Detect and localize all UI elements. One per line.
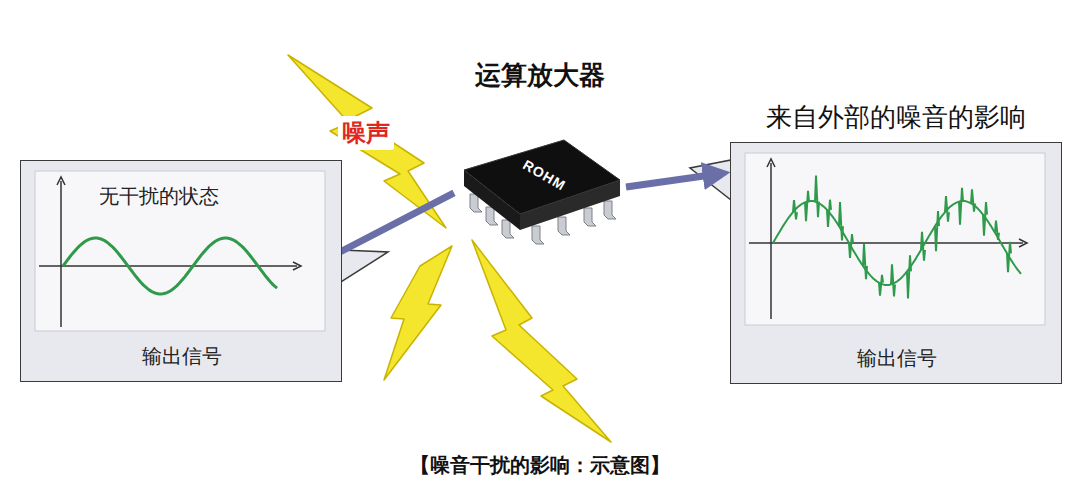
- noise-spike: [935, 211, 939, 251]
- noise-spike: [879, 275, 883, 296]
- signal-arrow: [340, 193, 454, 252]
- noise-spike: [827, 200, 831, 227]
- chip-top: [464, 140, 620, 214]
- noise-spike: [983, 202, 987, 236]
- axis-arrow: [293, 262, 301, 270]
- callout-box: 无干扰的状态输出信号: [20, 160, 342, 382]
- axis-arrow: [767, 159, 775, 167]
- chip-pin: [558, 217, 570, 235]
- signal-arrow: [626, 174, 718, 187]
- y-axis: [60, 181, 62, 327]
- noisy-sine-wave: [773, 201, 1021, 285]
- chip-pin: [532, 226, 544, 244]
- callout-tail: [341, 250, 388, 282]
- noise-spike: [891, 264, 895, 296]
- op-amp-chip: ROHM: [452, 128, 628, 246]
- lightning-bolt: [472, 240, 611, 442]
- noise-spike: [839, 202, 843, 240]
- noise-spike: [995, 221, 999, 240]
- plot-panel: [745, 153, 1045, 325]
- chip-package: [452, 128, 628, 246]
- plot-panel: [35, 171, 325, 331]
- noise-spikes: [793, 176, 1011, 299]
- callout-frame: 输出信号: [730, 142, 1062, 384]
- noise-spike: [971, 189, 975, 211]
- noise-label: 噪声: [338, 116, 394, 150]
- noise-spike: [945, 196, 949, 222]
- noise-spike: [1007, 242, 1011, 272]
- diagram-title: 运算放大器: [475, 58, 605, 93]
- noise-spike: [921, 232, 925, 261]
- signal-label: 输出信号: [857, 345, 937, 372]
- plot-title: 无干扰的状态: [99, 183, 219, 210]
- noise-spike: [815, 176, 819, 218]
- y-axis: [770, 163, 772, 319]
- callout-heading: 来自外部的噪音的影响: [766, 100, 1026, 135]
- axis-arrow: [1019, 239, 1027, 247]
- lightning-bolt: [384, 246, 452, 380]
- noise-spike: [959, 188, 963, 225]
- callout-box: 输出信号 来自外部的噪音的影响: [730, 98, 1062, 384]
- chip-pin: [584, 208, 596, 226]
- x-axis: [749, 242, 1023, 244]
- noise-spike: [849, 234, 853, 258]
- noise-spike: [863, 244, 867, 279]
- chip-pin: [604, 201, 616, 219]
- diagram-caption: 【噪音干扰的影响：示意图】: [410, 452, 670, 479]
- axis-arrow: [57, 177, 65, 185]
- noise-spike: [793, 200, 797, 219]
- noise-spike: [907, 255, 911, 298]
- noise-spike: [805, 191, 809, 221]
- signal-label: 输出信号: [142, 343, 222, 370]
- clean-sine-wave: [63, 238, 277, 294]
